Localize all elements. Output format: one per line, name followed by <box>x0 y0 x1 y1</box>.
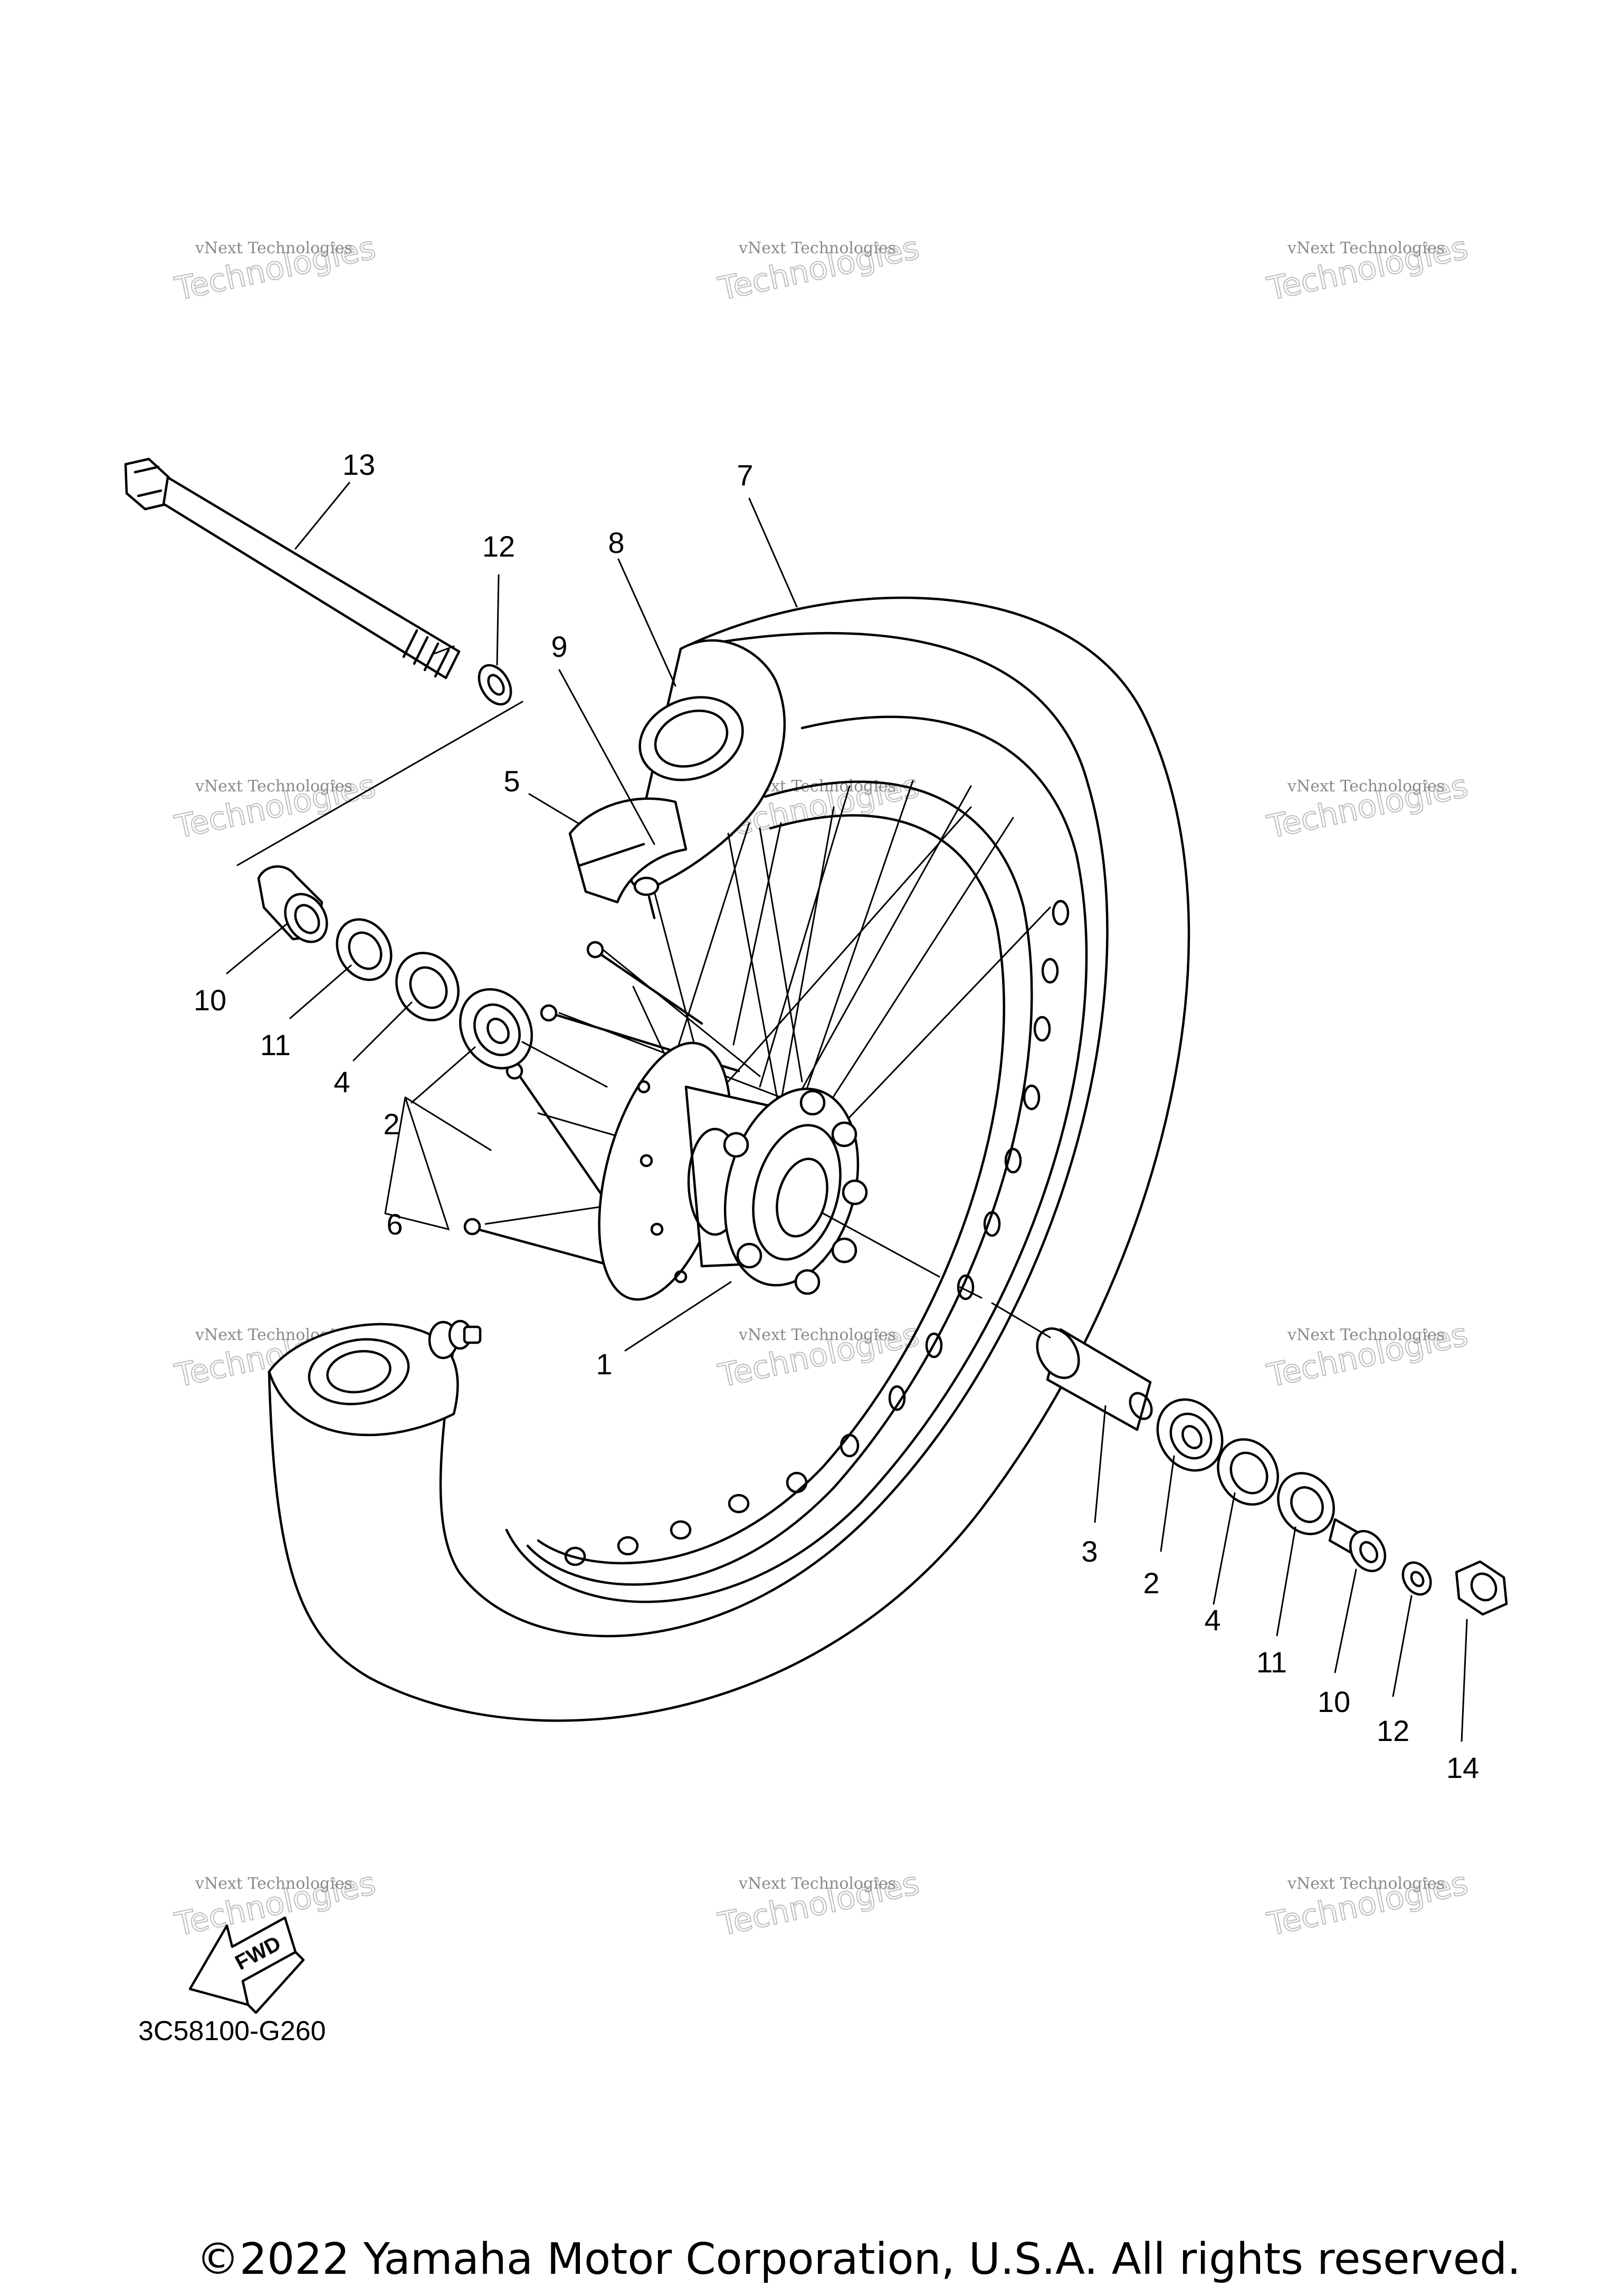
callout-11: 11 <box>260 1028 291 1061</box>
watermark-small: vNext Technologies <box>195 239 352 257</box>
leader-lines <box>226 482 1468 1742</box>
callout-4: 4 <box>1204 1603 1220 1637</box>
callout-4: 4 <box>333 1065 350 1098</box>
callout-7: 7 <box>737 458 753 492</box>
copyright-notice: ©2022 Yamaha Motor Corporation, U.S.A. A… <box>196 2234 1521 2284</box>
callout-12: 12 <box>482 530 515 563</box>
diagram-code: 3C58100-G260 <box>138 2016 326 2046</box>
watermark-small: vNext Technologies <box>1287 1326 1445 1344</box>
watermark: Technologies vNext Technologies <box>714 1316 923 1395</box>
rim-band-and-tube <box>568 797 688 920</box>
callout-10: 10 <box>194 983 226 1017</box>
watermark: Technologies vNext Technologies <box>1263 229 1472 309</box>
axle-13 <box>124 457 461 680</box>
callout-10: 10 <box>1318 1685 1350 1718</box>
hub <box>598 1041 868 1301</box>
callout-1: 1 <box>596 1347 612 1381</box>
tire-cut-lower <box>268 1323 459 1437</box>
watermark: Technologies vNext Technologies <box>1263 1864 1472 1944</box>
watermarks: Technologies vNext Technologies Technolo… <box>171 229 1472 1944</box>
callout-13: 13 <box>342 448 375 481</box>
watermark-small: vNext Technologies <box>1287 1874 1445 1893</box>
right-spacer-stack <box>1036 1327 1508 1616</box>
watermark: Technologies vNext Technologies <box>1263 1316 1472 1395</box>
watermark-small: vNext Technologies <box>738 239 896 257</box>
callout-8: 8 <box>608 526 624 559</box>
watermark-small: vNext Technologies <box>195 777 352 796</box>
watermark: Technologies vNext Technologies <box>714 1864 923 1944</box>
watermark: Technologies vNext Technologies <box>171 229 379 309</box>
valve-stem <box>428 1319 482 1360</box>
watermark-small: vNext Technologies <box>738 1874 896 1893</box>
watermark: Technologies vNext Technologies <box>171 767 379 847</box>
callout-6: 6 <box>386 1208 403 1241</box>
callout-5: 5 <box>503 764 520 798</box>
callout-2: 2 <box>383 1107 399 1141</box>
watermark: Technologies vNext Technologies <box>1263 767 1472 847</box>
tire <box>268 596 1190 1722</box>
callout-9: 9 <box>551 630 567 663</box>
callout-11: 11 <box>1256 1646 1287 1679</box>
callouts: 13 7 12 8 9 5 10 11 4 2 6 1 3 2 4 11 10 … <box>194 448 1479 1784</box>
spoke-nipple-holes <box>564 900 1070 1566</box>
left-spacer-stack <box>257 664 533 1069</box>
callout-2: 2 <box>1143 1566 1159 1600</box>
watermark-small: vNext Technologies <box>195 1874 352 1893</box>
axle-centerline <box>236 645 1051 1338</box>
watermark-small: vNext Technologies <box>738 1326 896 1344</box>
callout-3: 3 <box>1081 1535 1098 1568</box>
watermark: Technologies vNext Technologies <box>714 229 923 309</box>
callout-14: 14 <box>1446 1751 1479 1784</box>
callout-12: 12 <box>1377 1714 1409 1747</box>
watermark-small: vNext Technologies <box>1287 239 1445 257</box>
watermark-small: vNext Technologies <box>1287 777 1445 796</box>
